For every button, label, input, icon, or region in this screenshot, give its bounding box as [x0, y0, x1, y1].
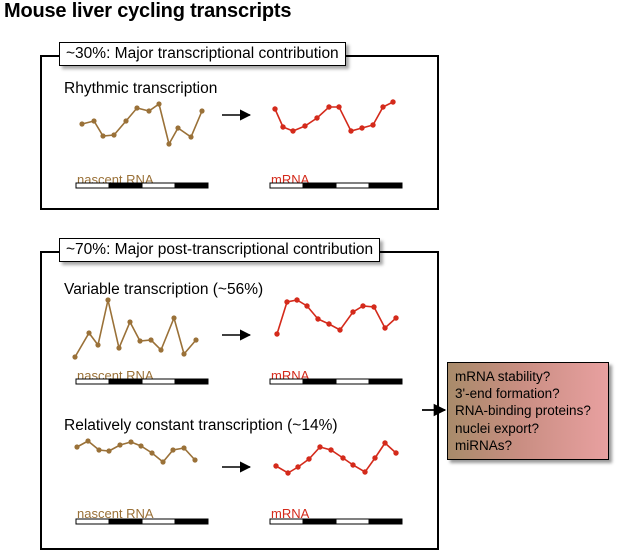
panel-transcriptional-tag: ~30%: Major transcriptional contribution — [59, 42, 346, 66]
cause-item: mRNA stability? — [455, 369, 551, 384]
mrna-points-variable — [274, 297, 399, 337]
mrna-points-constant — [273, 440, 399, 476]
variable-transcription-label: Variable transcription (~56%) — [64, 281, 264, 298]
causes-list: mRNA stability? 3'-end formation? RNA-bi… — [448, 363, 608, 454]
panel-post-transcriptional-tag: ~70%: Major post-transcriptional contrib… — [59, 238, 381, 262]
cause-item: 3'-end formation? — [455, 386, 560, 402]
light-dark-bar-3b — [269, 518, 403, 525]
light-dark-bar-2b — [269, 378, 403, 385]
light-dark-bar-2a — [75, 378, 209, 385]
nascent-points-rhythmic — [79, 101, 205, 147]
cause-item: RNA-binding proteins? — [455, 403, 591, 419]
mrna-trace-rhythmic — [274, 101, 394, 132]
constant-transcription-label: Relatively constant transcription (~14%) — [64, 417, 338, 434]
nascent-points-constant — [74, 438, 198, 465]
cause-item: nuclei export? — [455, 420, 540, 436]
nascent-trace-constant — [76, 440, 196, 464]
light-dark-bar-1b — [269, 182, 403, 189]
rhythmic-transcription-label: Rhythmic transcription — [64, 80, 218, 97]
mrna-label-3: mRNA — [271, 506, 310, 521]
nascent-points-variable — [72, 297, 199, 360]
post-transcriptional-causes-box: mRNA stability? 3'-end formation? RNA-bi… — [447, 362, 609, 460]
nascent-rna-label-3: nascent RNA — [77, 506, 154, 521]
light-dark-bar-1a — [75, 182, 209, 189]
mrna-points-rhythmic — [272, 99, 396, 134]
mrna-trace-variable — [276, 299, 397, 335]
cause-item: miRNAs? — [455, 437, 513, 453]
nascent-trace-rhythmic — [81, 102, 203, 147]
light-dark-bar-3a — [75, 518, 209, 525]
mrna-trace-constant — [275, 441, 397, 474]
nascent-trace-variable — [74, 299, 197, 358]
figure-title: Mouse liver cycling transcripts — [4, 0, 292, 22]
